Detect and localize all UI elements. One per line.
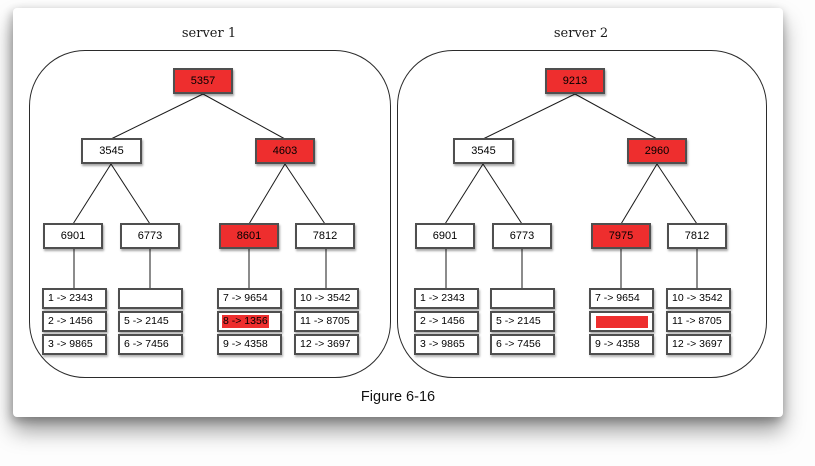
- data-cell: 2 -> 1456: [414, 311, 479, 332]
- cell-text: 12 -> 3697: [672, 338, 723, 350]
- server1-leaf1-node: 6901: [43, 223, 103, 249]
- server1-leaf4-node: 7812: [295, 223, 355, 249]
- data-cell: 7 -> 9654: [217, 288, 282, 309]
- server1-label: server 1: [181, 26, 237, 41]
- data-cell: [490, 288, 555, 309]
- data-cell: 8 -> 1356: [217, 311, 282, 332]
- data-cell: 10 -> 3542: [666, 288, 731, 309]
- data-cell: 3 -> 9865: [42, 334, 107, 355]
- cell-text: 10 -> 3542: [672, 292, 723, 304]
- data-cell: 6 -> 7456: [118, 334, 183, 355]
- server1-block2: 5 -> 2145 6 -> 7456: [118, 288, 183, 357]
- cell-text: 11 -> 8705: [300, 315, 350, 327]
- server1-block3: 7 -> 9654 8 -> 1356 9 -> 4358: [217, 288, 282, 357]
- server2-label: server 2: [553, 26, 609, 41]
- data-cell: 11 -> 8705: [294, 311, 359, 332]
- server1-block4: 10 -> 3542 11 -> 8705 12 -> 3697: [294, 288, 359, 357]
- cell-text: 6 -> 7456: [496, 338, 541, 350]
- cell-text: 3 -> 9865: [420, 338, 465, 350]
- cell-text: 10 -> 3542: [300, 292, 351, 304]
- data-cell: 3 -> 9865: [414, 334, 479, 355]
- server2-container: [397, 50, 767, 378]
- cell-text: 7 -> 9654: [223, 292, 268, 304]
- server2-block3: 7 -> 9654 9 -> 4358: [589, 288, 654, 357]
- cell-text: 9 -> 4358: [595, 338, 640, 350]
- tree-edges: [72, 93, 698, 289]
- cell-text: 7 -> 9654: [595, 292, 640, 304]
- cell-text: 3 -> 9865: [48, 338, 93, 350]
- server2-leaf4-node: 7812: [667, 223, 727, 249]
- data-cell: 6 -> 7456: [490, 334, 555, 355]
- data-cell: 5 -> 2145: [490, 311, 555, 332]
- server2-root-node: 9213: [545, 68, 605, 94]
- data-cell: 11 -> 8705: [666, 311, 731, 332]
- cell-text: 11 -> 8705: [672, 315, 722, 327]
- server1-root-node: 5357: [173, 68, 233, 94]
- server1-branch-right-node: 4603: [255, 138, 315, 164]
- server1-branch-left-node: 3545: [81, 138, 142, 164]
- cell-text: 12 -> 3697: [300, 338, 351, 350]
- data-cell: [118, 288, 183, 309]
- cell-text: 2 -> 1456: [48, 315, 93, 327]
- server2-branch-right-node: 2960: [627, 138, 687, 164]
- server1-leaf2-node: 6773: [120, 223, 180, 249]
- server2-block4: 10 -> 3542 11 -> 8705 12 -> 3697: [666, 288, 731, 357]
- data-cell: 12 -> 3697: [294, 334, 359, 355]
- server1-block1: 1 -> 2343 2 -> 1456 3 -> 9865: [42, 288, 107, 357]
- server2-block1: 1 -> 2343 2 -> 1456 3 -> 9865: [414, 288, 479, 357]
- cell-text: 9 -> 4358: [223, 338, 268, 350]
- server1-container: [29, 50, 391, 378]
- data-cell: 9 -> 4358: [589, 334, 654, 355]
- cell-text: 5 -> 2145: [496, 315, 541, 327]
- cell-text: 5 -> 2145: [124, 315, 169, 327]
- figure-caption: Figure 6-16: [360, 389, 436, 405]
- server1-leaf3-node: 8601: [219, 223, 279, 249]
- data-cell: 2 -> 1456: [42, 311, 107, 332]
- missing-entry-cell: [589, 311, 654, 332]
- data-cell: 10 -> 3542: [294, 288, 359, 309]
- cell-text: 1 -> 2343: [420, 292, 465, 304]
- server2-block2: 5 -> 2145 6 -> 7456: [490, 288, 555, 357]
- server2-branch-left-node: 3545: [453, 138, 514, 164]
- data-cell: 12 -> 3697: [666, 334, 731, 355]
- server2-leaf1-node: 6901: [415, 223, 475, 249]
- cell-text: 1 -> 2343: [48, 292, 93, 304]
- data-cell: 9 -> 4358: [217, 334, 282, 355]
- data-cell: 1 -> 2343: [42, 288, 107, 309]
- cell-text: 2 -> 1456: [420, 315, 465, 327]
- data-cell: 1 -> 2343: [414, 288, 479, 309]
- data-cell: 5 -> 2145: [118, 311, 183, 332]
- data-cell: 7 -> 9654: [589, 288, 654, 309]
- server2-leaf2-node: 6773: [492, 223, 552, 249]
- server2-leaf3-node: 7975: [591, 223, 651, 249]
- cell-text: 8 -> 1356: [222, 315, 269, 328]
- cell-text: 6 -> 7456: [124, 338, 169, 350]
- page-sheet: server 1 server 2 5357: [13, 8, 783, 417]
